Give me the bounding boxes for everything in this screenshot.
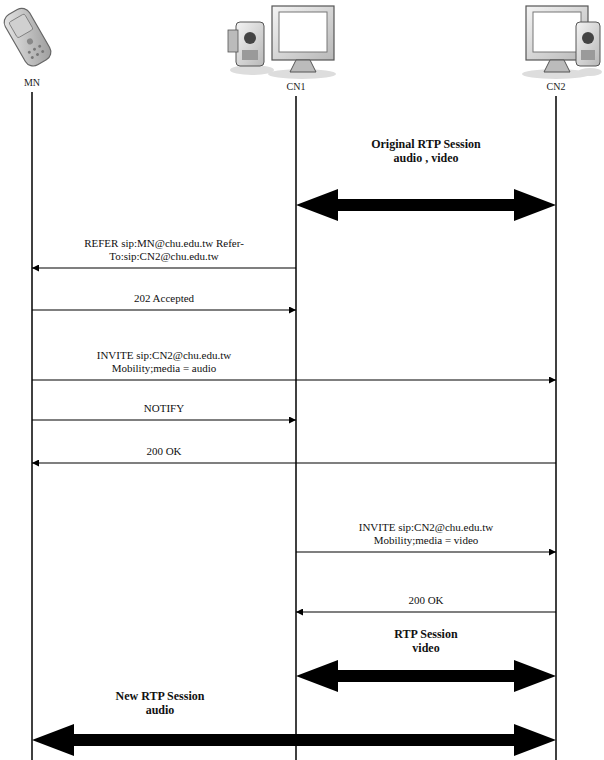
participant-label: CN1: [287, 81, 306, 92]
participant: CN1: [284, 80, 309, 93]
message-label: NOTIFY: [84, 402, 244, 415]
session-label: RTP Session video: [386, 628, 466, 656]
participant: CN2: [544, 80, 569, 93]
camera-icon: [228, 22, 274, 75]
rtp-session-arrow: [296, 660, 556, 692]
message-label: 202 Accepted: [84, 292, 244, 305]
participant-label: MN: [24, 77, 40, 88]
session-label: New RTP Session audio: [108, 690, 213, 718]
message-label: INVITE sip:CN2@chu.edu.tw Mobility;media…: [346, 521, 506, 547]
message-arrow: [296, 551, 556, 552]
message-label: REFER sip:MN@chu.edu.tw Refer-To:sip:CN2…: [84, 237, 244, 263]
phone-icon: [1, 5, 54, 69]
lifeline: [31, 92, 33, 760]
lifeline: [555, 96, 557, 760]
message-label: 200 OK: [346, 594, 506, 607]
rtp-session-arrow: [296, 189, 556, 221]
message-arrow: [32, 462, 556, 463]
monitor-icon: [268, 6, 336, 79]
participant: MN: [21, 76, 43, 89]
message-label: INVITE sip:CN2@chu.edu.tw Mobility;media…: [84, 349, 244, 375]
camera-icon: [576, 22, 602, 76]
session-label: Original RTP Session audio , video: [361, 138, 491, 166]
message-arrow: [32, 309, 296, 310]
participant-label: CN2: [547, 81, 566, 92]
message-arrow: [32, 379, 556, 380]
message-arrow: [296, 611, 556, 612]
message-arrow: [32, 267, 296, 268]
rtp-session-arrow: [32, 724, 556, 756]
message-label: 200 OK: [84, 445, 244, 458]
message-arrow: [32, 419, 296, 420]
lifeline: [295, 96, 297, 760]
